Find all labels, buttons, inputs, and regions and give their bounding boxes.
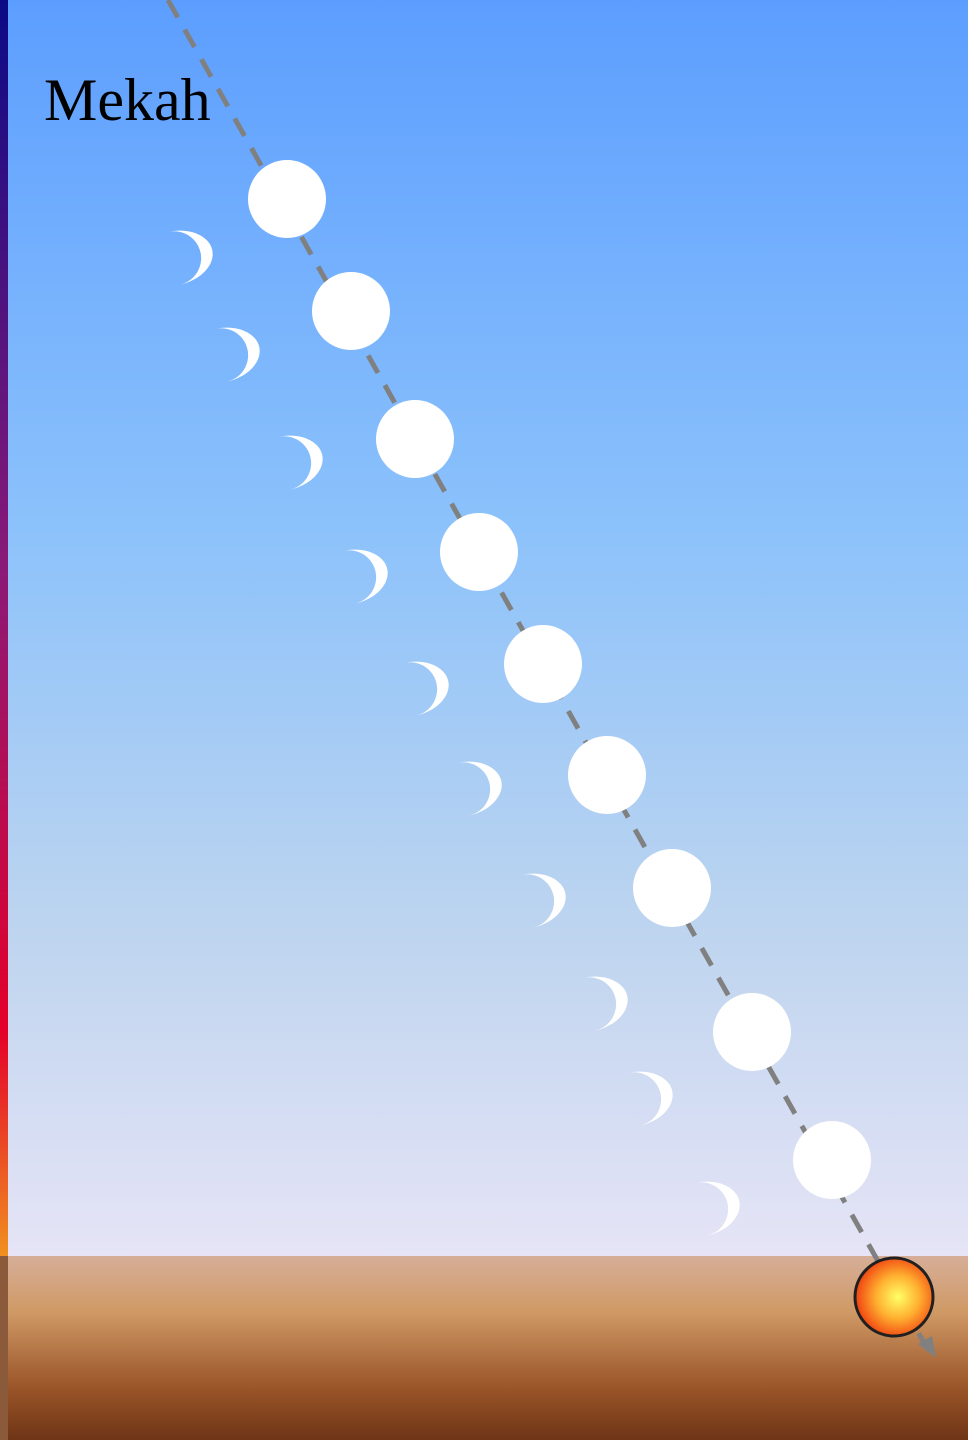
sky <box>0 0 968 1256</box>
full-moon-7 <box>633 849 711 927</box>
full-moon-8 <box>713 993 791 1071</box>
full-moon-1 <box>248 160 326 238</box>
full-moon-6 <box>568 736 646 814</box>
full-moon-2 <box>312 272 390 350</box>
left-color-strip <box>0 0 8 1256</box>
full-moon-5 <box>504 625 582 703</box>
left-strip-ground <box>0 1256 8 1440</box>
ground <box>0 1256 968 1440</box>
full-moon-9 <box>793 1121 871 1199</box>
full-moon-3 <box>376 400 454 478</box>
full-moon-4 <box>440 513 518 591</box>
place-label: Mekah <box>44 67 211 133</box>
setting-sun <box>855 1258 933 1336</box>
